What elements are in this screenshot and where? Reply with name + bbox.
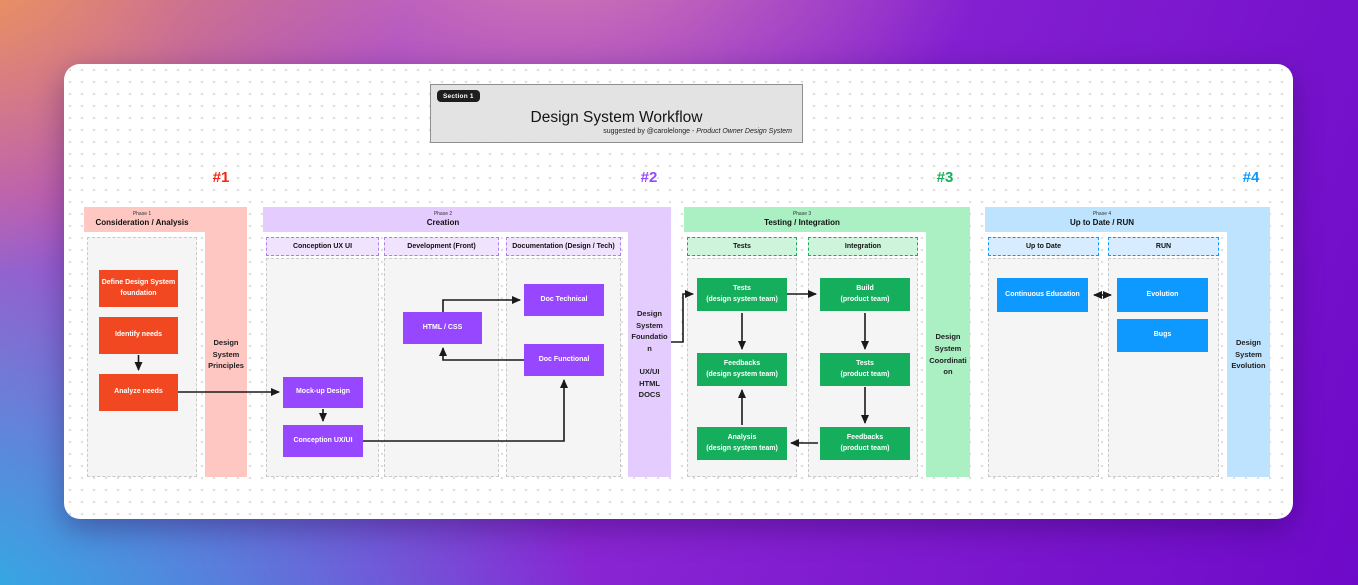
phase-2-header: Phase 2 Creation bbox=[263, 207, 671, 232]
phase-4-column-header-run: RUN bbox=[1108, 237, 1219, 256]
node-doc-functional[interactable]: Doc Functional bbox=[524, 344, 604, 376]
subtitle-prefix: suggested by @carolelonge - bbox=[603, 128, 697, 135]
phase-3-number: #3 bbox=[936, 169, 954, 186]
node-identify-needs[interactable]: Identify needs bbox=[99, 317, 178, 354]
node-feedbacks-product-team[interactable]: Feedbacks (product team) bbox=[820, 427, 910, 460]
phase-2-column-header-development: Development (Front) bbox=[384, 237, 499, 256]
phase-4-column-header-uptodate: Up to Date bbox=[988, 237, 1099, 256]
phase-3-sidebar-label: Design System Coordination bbox=[929, 332, 967, 377]
phase-2-column-body-development bbox=[384, 258, 499, 477]
phase-4-title: Up to Date / RUN bbox=[1070, 218, 1134, 228]
subtitle-emphasis: Product Owner Design System bbox=[696, 128, 792, 135]
phase-3-column-header-integration: Integration bbox=[808, 237, 918, 256]
phase-1-sidebar: Design System Principles bbox=[205, 232, 247, 477]
phase-1-title: Consideration / Analysis bbox=[95, 218, 189, 228]
phase-2-title: Creation bbox=[426, 218, 460, 228]
node-mockup-design[interactable]: Mock-up Design bbox=[283, 377, 363, 408]
phase-3-title: Testing / Integration bbox=[764, 218, 840, 228]
phase-2-sidebar: Design System Foundation UX/UI HTML DOCS bbox=[628, 232, 671, 477]
phase-3-label: Phase 3 bbox=[792, 210, 812, 217]
phase-2-sidebar-label: Design System Foundation UX/UI HTML DOCS bbox=[631, 309, 668, 400]
phase-3-column-header-tests: Tests bbox=[687, 237, 797, 256]
phase-4-number: #4 bbox=[1242, 169, 1260, 186]
phase-2-label: Phase 2 bbox=[433, 210, 453, 217]
phase-4-sidebar: Design System Evolution bbox=[1227, 232, 1270, 477]
phase-1-header: Phase 1 Consideration / Analysis bbox=[84, 207, 247, 232]
node-analysis-design-system-team[interactable]: Analysis (design system team) bbox=[697, 427, 787, 460]
node-continuous-education[interactable]: Continuous Education bbox=[997, 278, 1088, 312]
node-tests-design-system-team[interactable]: Tests (design system team) bbox=[697, 278, 787, 311]
phase-1-sidebar-label: Design System Principles bbox=[208, 338, 244, 371]
phase-1-number: #1 bbox=[212, 169, 230, 186]
node-build-product-team[interactable]: Build (product team) bbox=[820, 278, 910, 311]
phase-4-label: Phase 4 bbox=[1092, 210, 1112, 217]
phase-1-label: Phase 1 bbox=[132, 210, 152, 217]
node-define-design-system-foundation[interactable]: Define Design System foundation bbox=[99, 270, 178, 307]
phase-2-column-header-documentation: Documentation (Design / Tech) bbox=[506, 237, 621, 256]
phase-3-sidebar: Design System Coordination bbox=[926, 232, 970, 477]
phase-2-column-header-conception: Conception UX UI bbox=[266, 237, 379, 256]
node-evolution[interactable]: Evolution bbox=[1117, 278, 1208, 312]
node-html-css[interactable]: HTML / CSS bbox=[403, 312, 482, 344]
whiteboard-canvas: Section 1 Design System Workflow suggest… bbox=[64, 64, 1293, 519]
phase-4-header: Phase 4 Up to Date / RUN bbox=[985, 207, 1270, 232]
node-conception-uxui[interactable]: Conception UX/UI bbox=[283, 425, 363, 457]
phase-4-sidebar-label: Design System Evolution bbox=[1231, 338, 1266, 371]
node-tests-product-team[interactable]: Tests (product team) bbox=[820, 353, 910, 386]
board-title: Design System Workflow bbox=[530, 109, 703, 126]
phase-2-number: #2 bbox=[640, 169, 658, 186]
board-subtitle: suggested by @carolelonge - Product Owne… bbox=[603, 128, 792, 135]
title-block: Section 1 Design System Workflow suggest… bbox=[430, 84, 803, 143]
phase-3-header: Phase 3 Testing / Integration bbox=[684, 207, 970, 232]
node-feedbacks-design-system-team[interactable]: Feedbacks (design system team) bbox=[697, 353, 787, 386]
node-bugs[interactable]: Bugs bbox=[1117, 319, 1208, 352]
node-analyze-needs[interactable]: Analyze needs bbox=[99, 374, 178, 411]
section-badge: Section 1 bbox=[437, 90, 480, 102]
node-doc-technical[interactable]: Doc Technical bbox=[524, 284, 604, 316]
